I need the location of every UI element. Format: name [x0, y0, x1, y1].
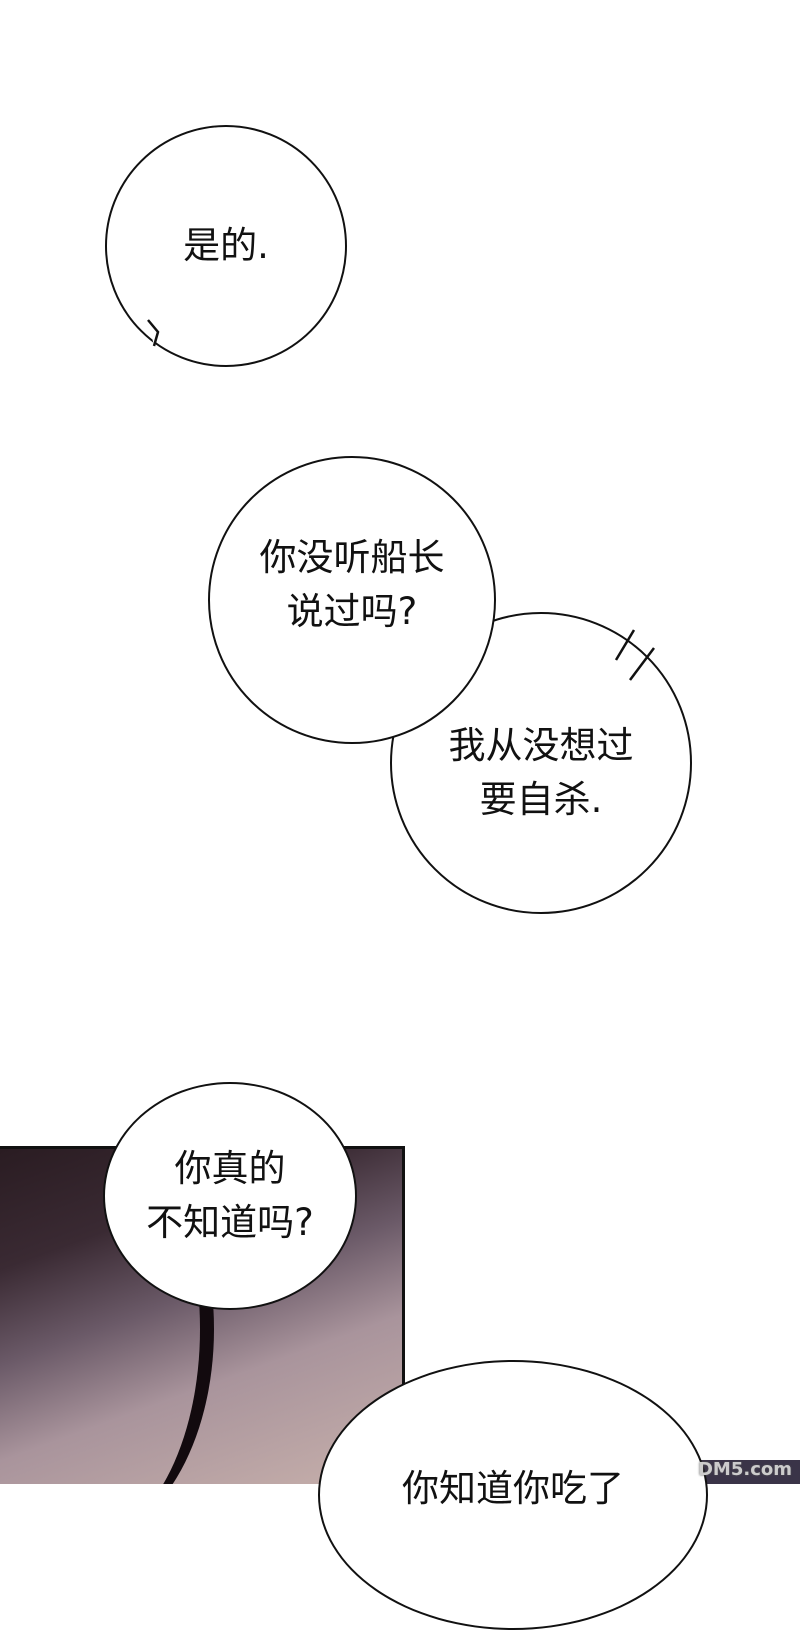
- speech-bubble-4: 你真的不知道吗?: [103, 1082, 357, 1310]
- watermark-logo: DM5.com: [697, 1459, 792, 1480]
- bubble-line: 要自杀.: [479, 778, 603, 821]
- speech-bubble-2: 你没听船长说过吗?: [208, 456, 496, 744]
- bubble-line: 你真的: [174, 1147, 286, 1190]
- speech-bubble-1: 是的.: [105, 125, 347, 367]
- speech-bubble-5: 你知道你吃了: [318, 1360, 708, 1630]
- bubble-line: 你没听船长: [259, 536, 445, 579]
- bubble-text: 是的.: [183, 224, 269, 267]
- bubble-line: 说过吗?: [286, 590, 418, 633]
- bubble-line: 不知道吗?: [146, 1201, 314, 1244]
- bubble-text: 你知道你吃了: [402, 1467, 624, 1510]
- bubble-notch: [147, 319, 160, 347]
- emphasis-strokes: [614, 629, 655, 681]
- bubble-line: 我从没想过: [448, 724, 634, 767]
